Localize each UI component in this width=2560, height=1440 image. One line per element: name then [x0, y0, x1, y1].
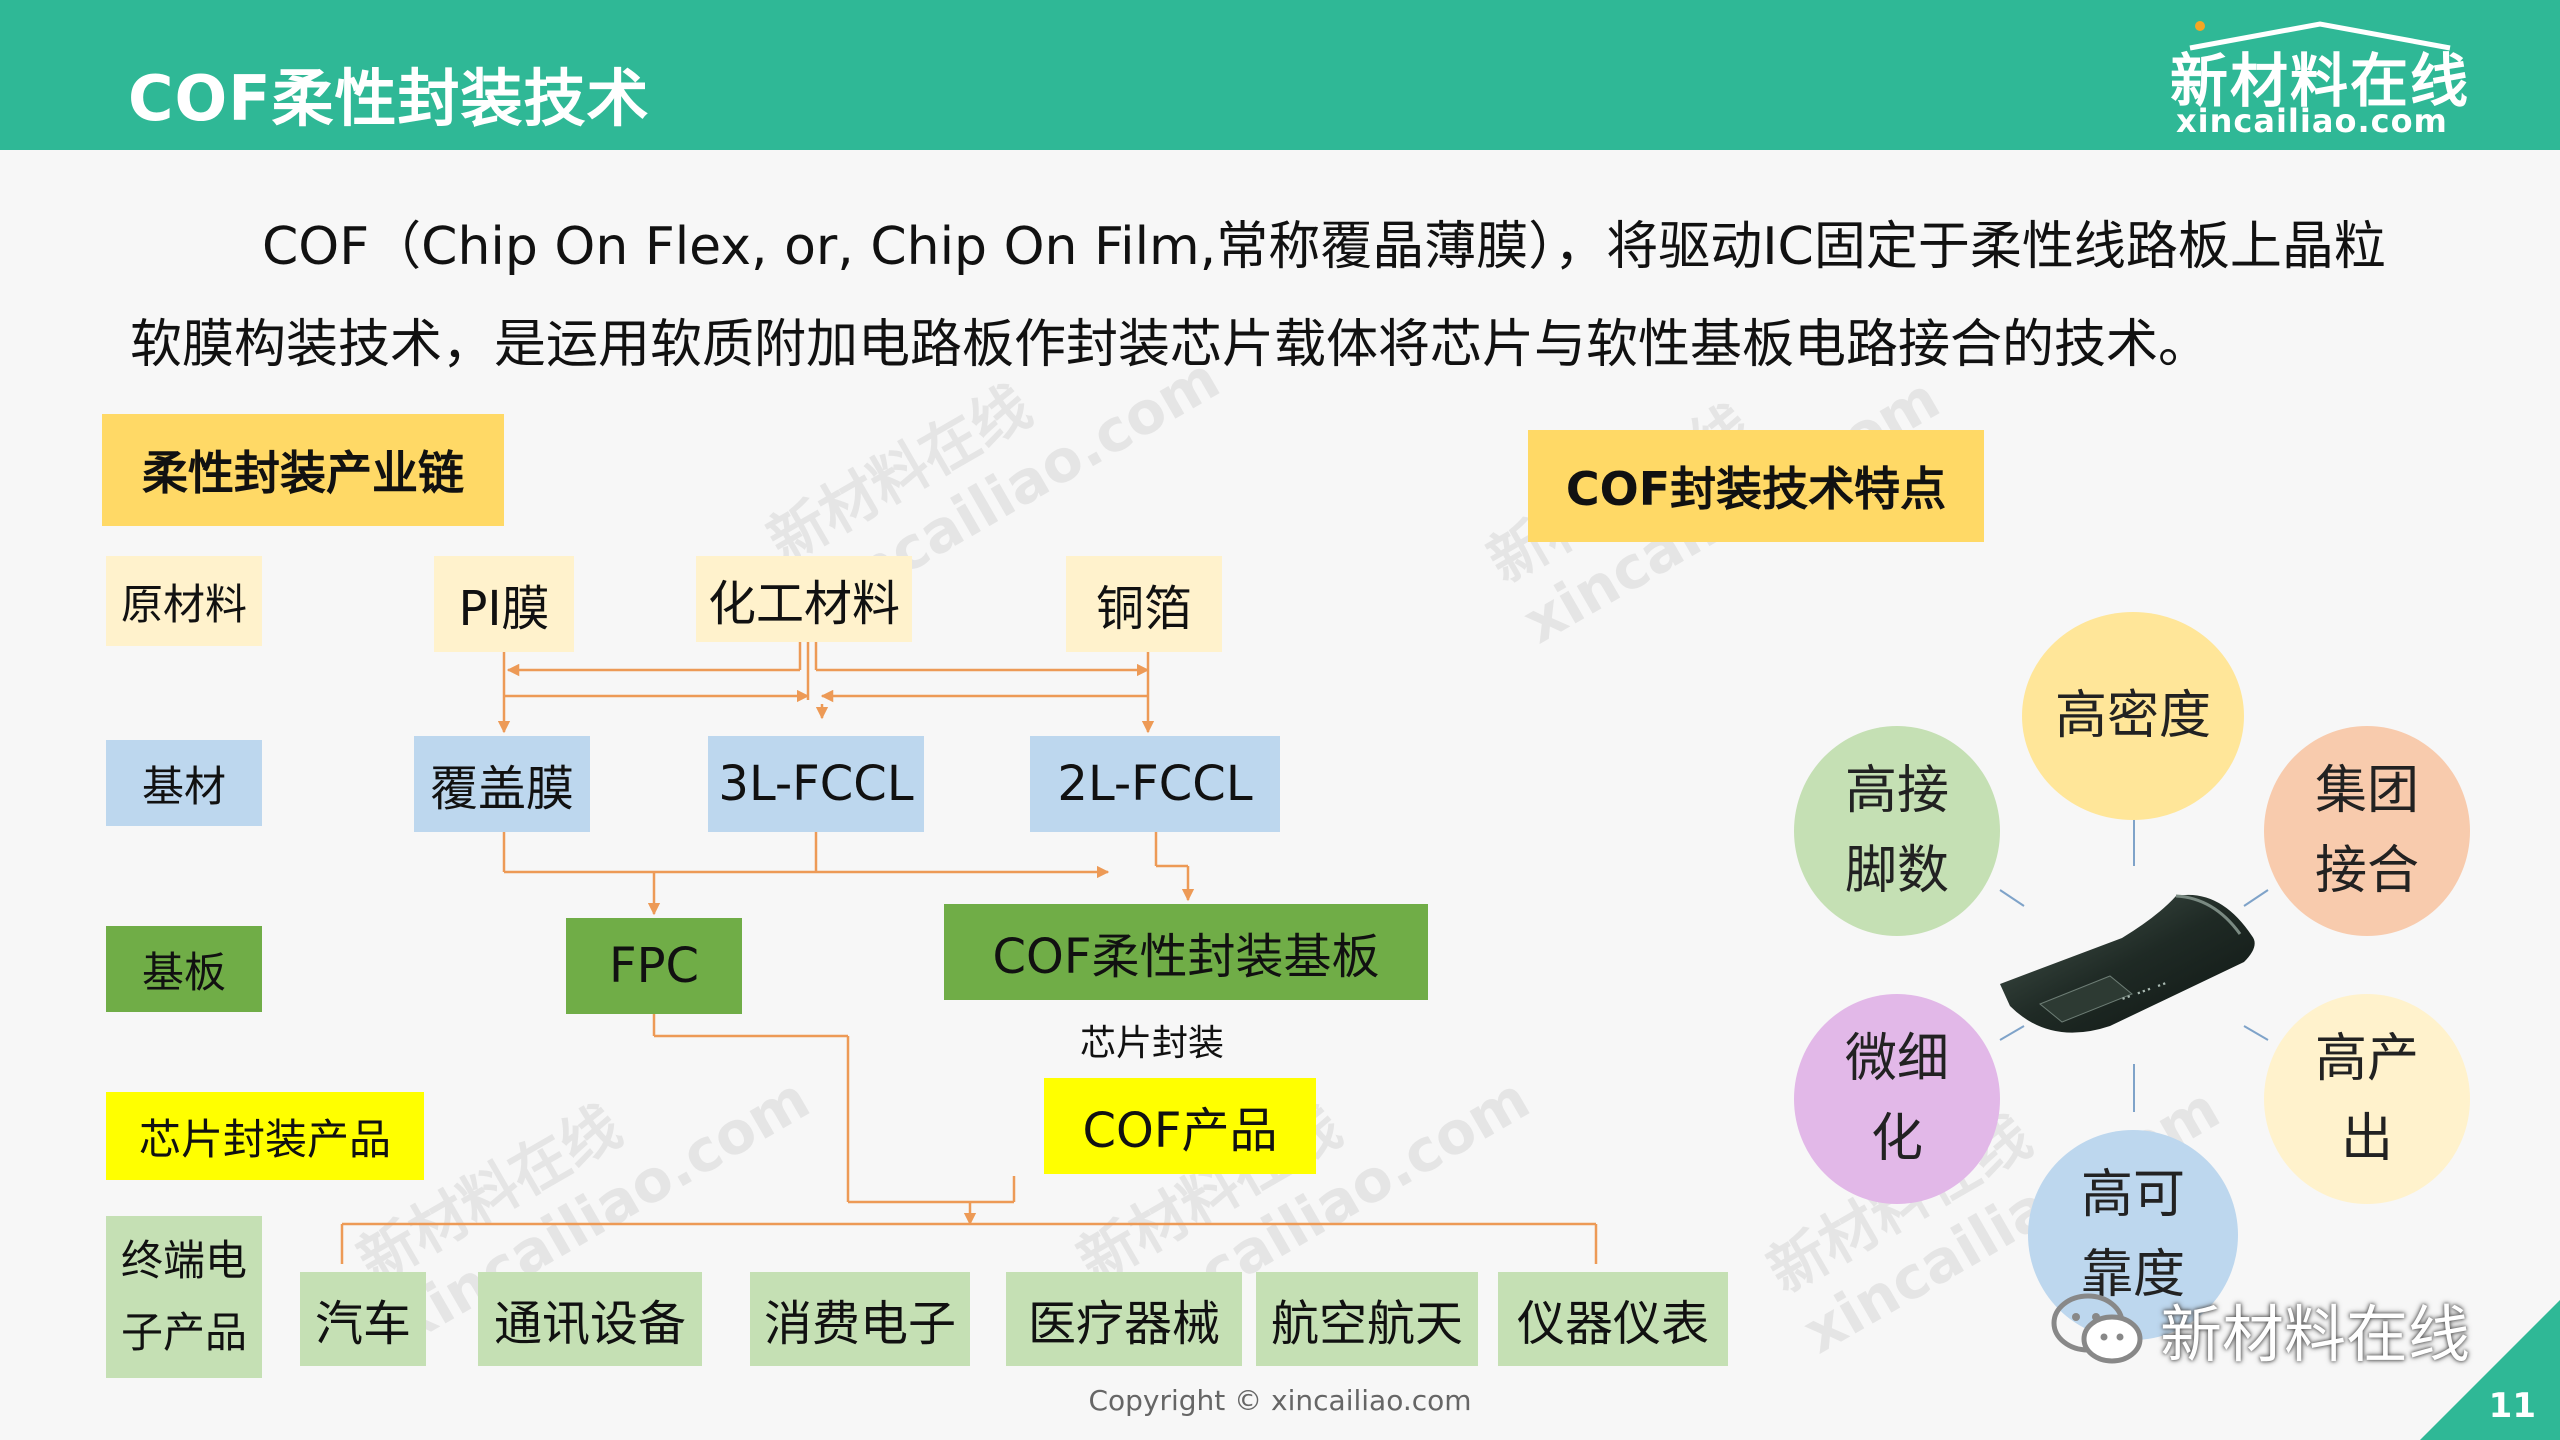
wechat-name: 新材料在线: [2160, 1298, 2471, 1371]
terminal-item: 通讯设备: [478, 1272, 702, 1366]
logo-text-cn: 新材料在线: [2170, 47, 2471, 115]
node-cof-board: COF柔性封装基板: [944, 904, 1428, 1000]
cof-chip-image: ▪▪ ▪▪▪ ▪▪: [2000, 894, 2255, 1033]
feature-circle-high-density: 高密度: [2022, 612, 2244, 820]
logo-text-en: xincailiao.com: [2176, 102, 2448, 140]
brand-logo: 新材料在线 xincailiao.com: [2170, 18, 2471, 140]
intro-line-1: COF（Chip On Flex, or, Chip On Film,常称覆晶薄…: [262, 217, 2386, 277]
terminal-item: 医疗器械: [1006, 1272, 1242, 1366]
page-number: 11: [2488, 1386, 2536, 1426]
node-cof-product: COF产品: [1044, 1078, 1316, 1174]
feature-circle-high-output: 高产出: [2264, 994, 2470, 1204]
feature-circle-high-pin-count: 高接脚数: [1794, 726, 2000, 936]
feature-circle-gang-bonding: 集团接合: [2264, 726, 2470, 936]
wechat-icon: [2051, 1293, 2143, 1364]
roof-icon: [2189, 21, 2451, 51]
node-chemical-materials: 化工材料: [696, 556, 912, 642]
page-title: COF柔性封装技术: [128, 62, 650, 135]
wechat-watermark: 新材料在线: [2050, 1284, 2470, 1374]
node-3l-fccl: 3L-FCCL: [708, 736, 924, 832]
page-corner-triangle: [2420, 1300, 2560, 1440]
node-coverlay: 覆盖膜: [414, 736, 590, 832]
row-label-substrate-material: 基材: [106, 740, 262, 826]
header-bar: [0, 0, 2560, 150]
terminal-item: 航空航天: [1256, 1272, 1478, 1366]
node-copper-foil: 铜箔: [1066, 556, 1222, 652]
node-fpc: FPC: [566, 918, 742, 1014]
intro-line-2: 软膜构装技术，是运用软质附加电路板作封装芯片载体将芯片与软性基板电路接合的技术。: [130, 315, 2211, 375]
terminal-item: 消费电子: [750, 1272, 970, 1366]
row-label-chip-product: 芯片封装产品: [106, 1092, 424, 1180]
terminal-item: 仪器仪表: [1498, 1272, 1728, 1366]
features-title: COF封装技术特点: [1528, 430, 1984, 542]
node-2l-fccl: 2L-FCCL: [1030, 736, 1280, 832]
terminal-item: 汽车: [300, 1272, 426, 1366]
row-label-raw-material: 原材料: [106, 556, 262, 646]
row-label-terminal: 终端电子产品: [106, 1216, 262, 1378]
intro-paragraph: COF（Chip On Flex, or, Chip On Film,常称覆晶薄…: [130, 198, 2432, 394]
node-pi-film: PI膜: [434, 556, 574, 652]
copyright-text: Copyright © xincailiao.com: [1088, 1384, 1472, 1417]
feature-circle-miniaturization: 微细化: [1794, 994, 2000, 1204]
chain-title: 柔性封装产业链: [102, 414, 504, 526]
chip-packaging-label: 芯片封装: [1080, 1023, 1225, 1064]
row-label-board: 基板: [106, 926, 262, 1012]
